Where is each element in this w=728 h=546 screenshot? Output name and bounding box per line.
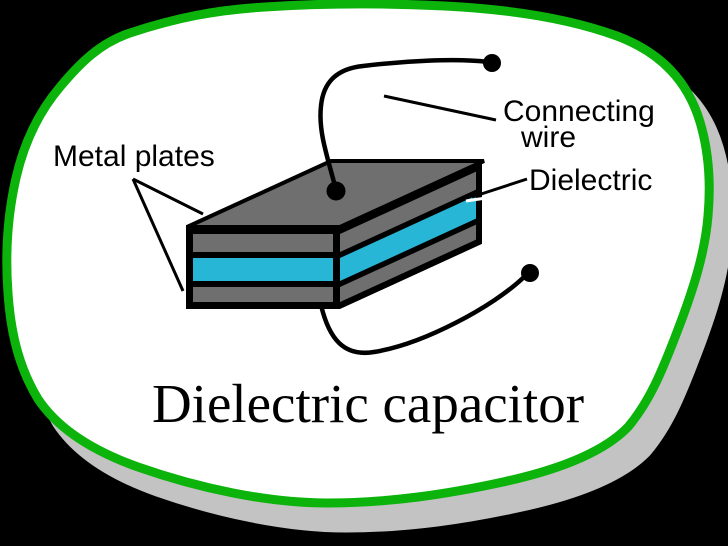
dielectric-pointer-tip-highlight [465, 196, 487, 203]
metal-plates-pointer-bottom [131, 178, 185, 292]
dielectric-label: Dielectric [529, 164, 653, 197]
diagram-title: Dielectric capacitor [151, 373, 585, 434]
metal-plates-pointer-top [132, 177, 204, 216]
dielectric-pointer [471, 177, 528, 199]
connecting-wire-label-line2: wire [521, 121, 577, 154]
top-plate-right-edge [340, 171, 476, 252]
connecting-wire-top [318, 57, 491, 193]
dielectric-front-edge [193, 258, 333, 281]
bottom-wire-terminal-dot [521, 264, 539, 282]
top-wire-terminal-dot [483, 54, 501, 72]
bottom-plate-right-edge [340, 224, 476, 302]
capacitor-front-face [186, 225, 340, 309]
dielectric-right-edge [340, 195, 476, 281]
connecting-wire-bottom [318, 274, 527, 356]
top-plate-contact-dot [326, 181, 346, 201]
capacitor-right-face [340, 159, 482, 309]
metal-plates-label: Metal plates [53, 140, 215, 173]
bottom-plate-front-edge [193, 287, 333, 302]
connecting-wire-label-line1: Connecting [503, 95, 655, 128]
connecting-wire-pointer [383, 94, 497, 122]
top-plate-front-edge [193, 234, 333, 252]
